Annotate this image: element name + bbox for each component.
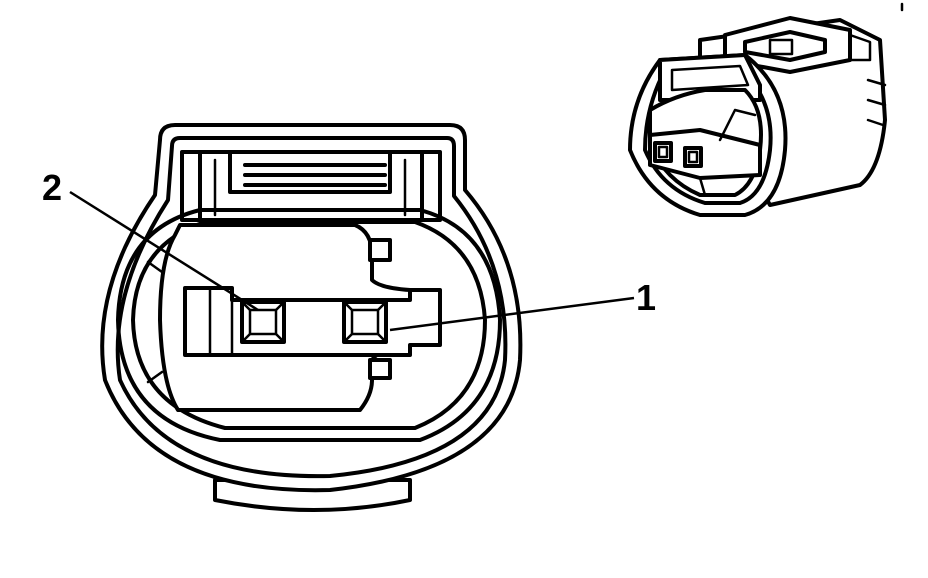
- callout-1-label: 1: [636, 277, 656, 318]
- connector-isometric-view: [628, 16, 887, 217]
- terminal-cavity-2: [240, 300, 286, 344]
- callout-2: 2: [42, 167, 259, 312]
- callout-2-label: 2: [42, 167, 62, 208]
- terminal-cavity-1: [342, 300, 388, 344]
- callout-1: 1: [389, 277, 656, 332]
- connector-face-view: [100, 123, 523, 512]
